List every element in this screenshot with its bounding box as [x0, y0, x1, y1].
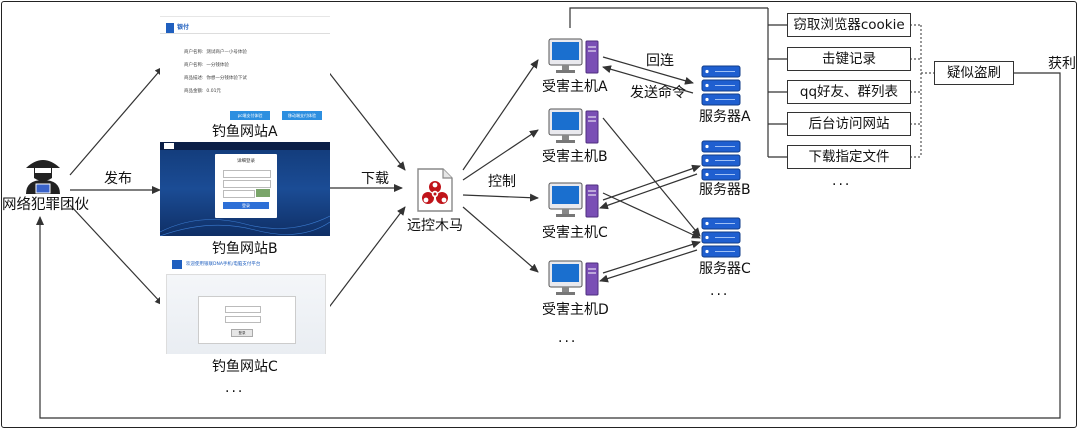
host-d-label: 受害主机D	[542, 302, 609, 318]
connect-back-label: 回连	[646, 53, 674, 69]
result-suspected-fraud: 疑似盗刷	[934, 61, 1014, 85]
computer-icon	[548, 108, 600, 146]
actor-label: 网络犯罪团伙	[2, 197, 89, 213]
phishing-site-a-thumbnail: 银付 商户名称: 测试商户—小号体验 商户名称: 一分钱体验 商品描述: 你想一…	[160, 16, 330, 123]
phishing-site-c-thumbnail: 欢迎使用银联DNA手机/电脑支付平台 登录	[160, 258, 330, 354]
phishing-site-b-thumbnail: 详细登录 登录	[160, 142, 330, 236]
computer-icon	[548, 182, 600, 220]
control-label: 控制	[488, 174, 516, 190]
action-visit-site: 后台访问网站	[787, 112, 911, 136]
host-b-label: 受害主机B	[542, 149, 608, 165]
server-c-label: 服务器C	[699, 261, 751, 277]
site-a-logo-text: 银付	[177, 24, 190, 31]
phishing-site-b-label: 钓鱼网站B	[212, 241, 278, 257]
server-icon	[701, 217, 741, 259]
download-label: 下载	[361, 171, 389, 187]
phishing-site-c-label: 钓鱼网站C	[212, 359, 278, 375]
site-c-login-form: 登录	[198, 296, 296, 344]
hacker-icon	[20, 150, 66, 196]
profit-label: 获利	[1048, 56, 1076, 72]
host-a-label: 受害主机A	[542, 79, 608, 95]
server-icon	[701, 140, 741, 182]
site-a-mobile-button: 移动端支付体验	[282, 111, 322, 120]
publish-label: 发布	[104, 171, 132, 187]
computer-icon	[548, 260, 600, 298]
trojan-label: 远控木马	[407, 218, 463, 234]
hosts-more-ellipsis: ...	[558, 330, 578, 346]
phishing-site-a-label: 钓鱼网站A	[212, 124, 278, 140]
actions-more-ellipsis: ...	[832, 173, 852, 189]
server-b-label: 服务器B	[699, 182, 751, 198]
phishing-more-ellipsis: ...	[225, 380, 245, 396]
site-a-pc-button: pc端支付体验	[230, 111, 270, 120]
servers-more-ellipsis: ...	[710, 283, 730, 299]
action-download-file: 下载指定文件	[787, 145, 911, 169]
site-a-form: 商户名称: 测试商户—小号体验 商户名称: 一分钱体验 商品描述: 你想一分钱体…	[184, 50, 247, 94]
host-c-label: 受害主机C	[542, 225, 608, 241]
site-c-banner: 欢迎使用银联DNA手机/电脑支付平台	[186, 262, 261, 267]
computer-icon	[548, 38, 600, 76]
site-b-login-form: 详细登录 登录	[215, 154, 277, 218]
site-a-logo-mark	[166, 23, 174, 33]
send-command-label: 发送命令	[630, 85, 686, 101]
server-icon	[701, 65, 741, 107]
action-steal-cookie: 窃取浏览器cookie	[787, 13, 911, 37]
server-a-label: 服务器A	[699, 109, 751, 125]
action-keylogging: 击键记录	[787, 47, 911, 71]
biohazard-icon	[416, 167, 454, 213]
action-qq-contacts: qq好友、群列表	[787, 80, 911, 104]
